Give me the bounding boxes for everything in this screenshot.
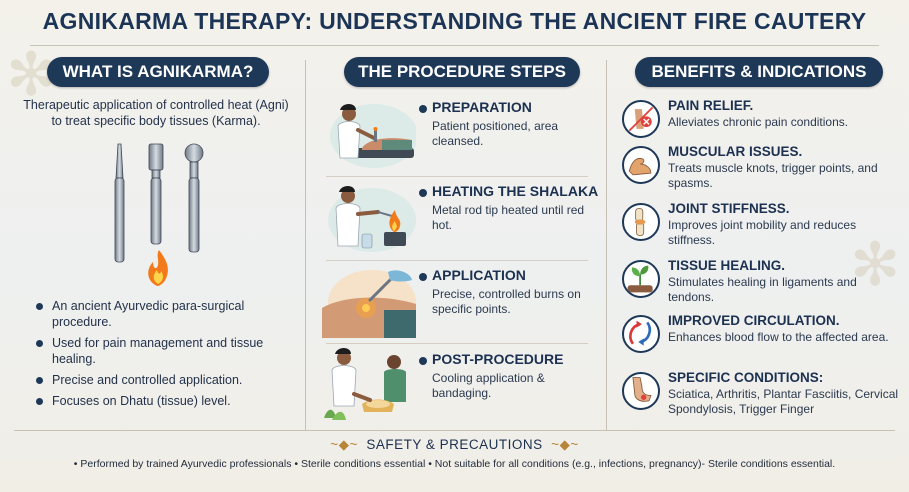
knee-joint-icon [622,203,660,241]
muscle-icon [622,146,660,184]
step-description: Metal rod tip heated until red hot. [432,203,585,232]
benefit-joint-stiffness: JOINT STIFFNESS. Improves joint mobility… [618,201,898,257]
circulation-icon [622,315,660,353]
column-divider [305,60,306,430]
benefit-description: Improves joint mobility and reduces stif… [668,218,857,247]
list-item: An ancient Ayurvedic para-surgical proce… [34,298,296,330]
benefit-specific-conditions: SPECIFIC CONDITIONS: Sciatica, Arthritis… [618,370,898,426]
heating-illustration [328,186,416,252]
benefit-tissue-healing: TISSUE HEALING. Stimulates healing in li… [618,258,898,314]
safety-notes: • Performed by trained Ayurvedic profess… [73,458,836,470]
what-is-header: WHAT IS AGNIKARMA? [47,57,269,87]
step-title: APPLICATION [432,267,526,283]
agnikarma-definition: Therapeutic application of controlled he… [23,98,289,128]
step-description: Cooling application & bandaging. [432,371,545,400]
step-title: POST-PROCEDURE [432,351,564,367]
list-item: Used for pain management and tissue heal… [34,335,296,367]
flourish-icon: ~◆~ [330,437,367,452]
benefit-title: IMPROVED CIRCULATION. [668,313,840,328]
step-preparation: PREPARATION Patient positioned, area cle… [322,96,592,172]
step-bullet [419,189,427,197]
step-title: PREPARATION [432,99,532,115]
benefit-description: Enhances blood flow to the affected area… [668,330,889,344]
step-divider [326,176,588,177]
step-heating: HEATING THE SHALAKA Metal rod tip heated… [322,180,598,256]
benefit-title: PAIN RELIEF. [668,98,754,113]
shalaka-tools-illustration [114,143,204,286]
mandala-ornament: ✻ [850,231,901,298]
agnikarma-facts-list: An ancient Ayurvedic para-surgical proce… [34,298,296,414]
title-divider [30,45,879,46]
pain-relief-icon [622,100,660,138]
step-bullet [419,273,427,281]
safety-title: SAFETY & PRECAUTIONS [366,437,543,452]
benefit-description: Sciatica, Arthritis, Plantar Fasciitis, … [668,387,899,416]
page-title: AGNIKARMA THERAPY: UNDERSTANDING THE ANC… [42,8,867,34]
procedure-header: THE PROCEDURE STEPS [344,57,580,87]
step-divider [326,260,588,261]
benefit-title: SPECIFIC CONDITIONS: [668,370,824,385]
footer-divider [14,430,895,431]
step-divider [326,343,588,344]
foot-icon [622,372,660,410]
benefit-title: MUSCULAR ISSUES. [668,144,803,159]
benefit-description: Alleviates chronic pain conditions. [668,115,849,129]
step-bullet [419,357,427,365]
step-bullet [419,105,427,113]
flourish-icon: ~◆~ [542,437,579,452]
safety-heading: ~◆~ SAFETY & PRECAUTIONS ~◆~ [0,437,909,453]
step-description: Patient positioned, area cleansed. [432,119,559,148]
list-item: Focuses on Dhatu (tissue) level. [34,393,296,409]
post-procedure-illustration [324,348,406,420]
benefit-title: JOINT STIFFNESS. [668,201,790,216]
list-item: Precise and controlled application. [34,372,296,388]
benefit-pain-relief: PAIN RELIEF. Alleviates chronic pain con… [618,98,898,154]
step-post-procedure: POST-PROCEDURE Cooling application & ban… [322,348,592,424]
benefit-description: Stimulates healing in ligaments and tend… [668,275,857,304]
column-divider [606,60,607,430]
step-description: Precise, controlled burns on specific po… [432,287,581,316]
benefits-header: BENEFITS & INDICATIONS [635,57,883,87]
preparation-illustration [330,104,416,168]
step-title: HEATING THE SHALAKA [432,183,599,199]
application-illustration [322,270,416,338]
step-application: APPLICATION Precise, controlled burns on… [322,264,592,340]
benefit-circulation: IMPROVED CIRCULATION. Enhances blood flo… [618,313,898,369]
sprout-icon [622,260,660,298]
benefit-title: TISSUE HEALING. [668,258,786,273]
benefit-muscular: MUSCULAR ISSUES. Treats muscle knots, tr… [618,144,898,200]
benefit-description: Treats muscle knots, trigger points, and… [668,161,878,190]
